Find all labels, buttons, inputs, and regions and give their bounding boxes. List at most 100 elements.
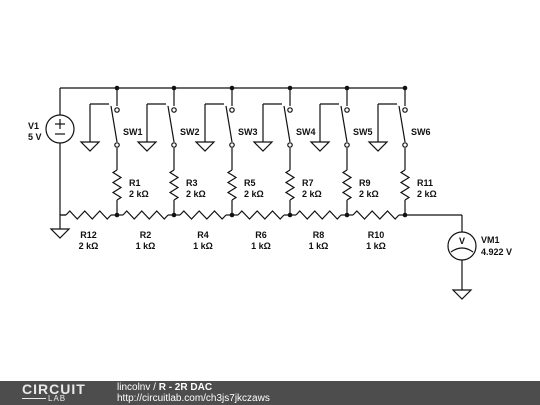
vertical-resistor-value: 2 kΩ bbox=[302, 189, 322, 199]
vertical-resistor-name: R3 bbox=[186, 178, 198, 188]
switch-blade-icon bbox=[340, 105, 348, 143]
circuit-url[interactable]: http://circuitlab.com/ch3js7jkczaws bbox=[117, 393, 270, 404]
ladder-resistor-value: 1 kΩ bbox=[251, 241, 271, 251]
vertical-resistor-value: 2 kΩ bbox=[129, 189, 149, 199]
voltmeter-scale bbox=[450, 247, 474, 253]
vertical-resistor-value: 2 kΩ bbox=[186, 189, 206, 199]
switch-label-sw1: SW1 bbox=[123, 127, 143, 137]
ladder-resistor-r4 bbox=[179, 210, 227, 220]
switch-blade-icon bbox=[398, 105, 406, 143]
vertical-resistor-r7 bbox=[284, 169, 296, 201]
ladder-resistor-r8 bbox=[295, 210, 342, 220]
circuitlab-logo[interactable]: CIRCUIT LAB bbox=[22, 381, 100, 404]
ladder-resistor-value: 1 kΩ bbox=[366, 241, 386, 251]
ladder-resistor-value: 1 kΩ bbox=[193, 241, 213, 251]
switch-contact bbox=[171, 107, 177, 113]
author-link[interactable]: lincolnv bbox=[117, 382, 151, 393]
junction-dot bbox=[287, 212, 293, 218]
junction-dot bbox=[344, 212, 350, 218]
ground-icon bbox=[49, 228, 71, 239]
junction-dot bbox=[114, 85, 120, 91]
ladder-resistor-name: R12 bbox=[80, 230, 97, 240]
vertical-resistor-value: 2 kΩ bbox=[244, 189, 264, 199]
ladder-resistor-r2 bbox=[122, 210, 169, 220]
ladder-resistor-r10 bbox=[352, 210, 400, 220]
source-name-label: V1 bbox=[28, 121, 39, 131]
junction-dot bbox=[229, 85, 235, 91]
vertical-resistor-r1 bbox=[111, 169, 123, 201]
junction-dot bbox=[171, 212, 177, 218]
switch-label-sw3: SW3 bbox=[238, 127, 258, 137]
vertical-resistor-name: R11 bbox=[417, 178, 433, 188]
vertical-resistor-r3 bbox=[168, 169, 180, 201]
switch-contact bbox=[344, 142, 350, 148]
vertical-resistor-name: R7 bbox=[302, 178, 314, 188]
switch-contact bbox=[344, 107, 350, 113]
switch-contact bbox=[171, 142, 177, 148]
junction-dot bbox=[114, 212, 120, 218]
ladder-resistor-name: R6 bbox=[255, 230, 267, 240]
logo-text-circuit: CIRCUIT bbox=[22, 381, 86, 397]
vertical-resistor-r11 bbox=[399, 169, 411, 201]
source-value-label: 5 V bbox=[28, 132, 42, 142]
components: V bbox=[45, 85, 477, 300]
vertical-resistor-r9 bbox=[341, 169, 353, 201]
circuit-title: R - 2R DAC bbox=[158, 382, 213, 393]
ladder-resistor-name: R8 bbox=[313, 230, 325, 240]
switch-contact bbox=[229, 107, 235, 113]
junction-dot bbox=[402, 212, 408, 218]
switch-blade-icon bbox=[110, 105, 118, 143]
switch-blade-icon bbox=[225, 105, 233, 143]
voltmeter-icon bbox=[447, 231, 477, 261]
ladder-resistor-r6 bbox=[237, 210, 285, 220]
switch-contact bbox=[402, 142, 408, 148]
meter-name-label: VM1 bbox=[481, 235, 500, 245]
switch-contact bbox=[287, 142, 293, 148]
ladder-resistor-value: 2 kΩ bbox=[79, 241, 99, 251]
ground-icon bbox=[451, 289, 473, 300]
switch-blade-icon bbox=[283, 105, 291, 143]
junction-dot bbox=[287, 85, 293, 91]
switch-label-sw6: SW6 bbox=[411, 127, 431, 137]
switch-contact bbox=[114, 142, 120, 148]
junction-dot bbox=[344, 85, 350, 91]
ground-icon bbox=[79, 141, 101, 152]
vertical-resistor-r5 bbox=[226, 169, 238, 201]
circuit-meta: lincolnv / R - 2R DAC http://circuitlab.… bbox=[117, 382, 270, 404]
switch-contact bbox=[402, 107, 408, 113]
ground-icon bbox=[252, 141, 274, 152]
switch-contact bbox=[287, 107, 293, 113]
logo-underline bbox=[22, 398, 46, 399]
switch-label-sw5: SW5 bbox=[353, 127, 373, 137]
ladder-resistor-value: 1 kΩ bbox=[309, 241, 329, 251]
switch-blade-icon bbox=[167, 105, 175, 143]
ladder-resistor-name: R2 bbox=[140, 230, 152, 240]
ground-icon bbox=[309, 141, 331, 152]
title-separator: / bbox=[153, 382, 156, 393]
footer-bar: CIRCUIT LAB lincolnv / R - 2R DAC http:/… bbox=[0, 381, 540, 405]
ladder-resistor-r12 bbox=[65, 210, 112, 220]
vertical-resistor-name: R9 bbox=[359, 178, 371, 188]
switch-label-sw4: SW4 bbox=[296, 127, 316, 137]
junction-dot bbox=[402, 85, 408, 91]
ground-icon bbox=[136, 141, 158, 152]
ladder-resistor-name: R10 bbox=[368, 230, 385, 240]
meta-title-line: lincolnv / R - 2R DAC bbox=[117, 382, 270, 393]
vertical-resistor-value: 2 kΩ bbox=[359, 189, 379, 199]
switch-contact bbox=[229, 142, 235, 148]
vertical-resistor-name: R5 bbox=[244, 178, 256, 188]
junction-dot bbox=[229, 212, 235, 218]
logo-text-lab: LAB bbox=[48, 394, 67, 403]
voltmeter-symbol: V bbox=[459, 236, 465, 246]
ground-icon bbox=[367, 141, 389, 152]
vertical-resistor-value: 2 kΩ bbox=[417, 189, 437, 199]
ladder-resistor-name: R4 bbox=[197, 230, 209, 240]
junction-dot bbox=[171, 85, 177, 91]
vertical-resistor-name: R1 bbox=[129, 178, 141, 188]
ladder-resistor-value: 1 kΩ bbox=[136, 241, 156, 251]
ground-icon bbox=[194, 141, 216, 152]
switch-label-sw2: SW2 bbox=[180, 127, 200, 137]
voltage-source-icon bbox=[45, 114, 75, 144]
